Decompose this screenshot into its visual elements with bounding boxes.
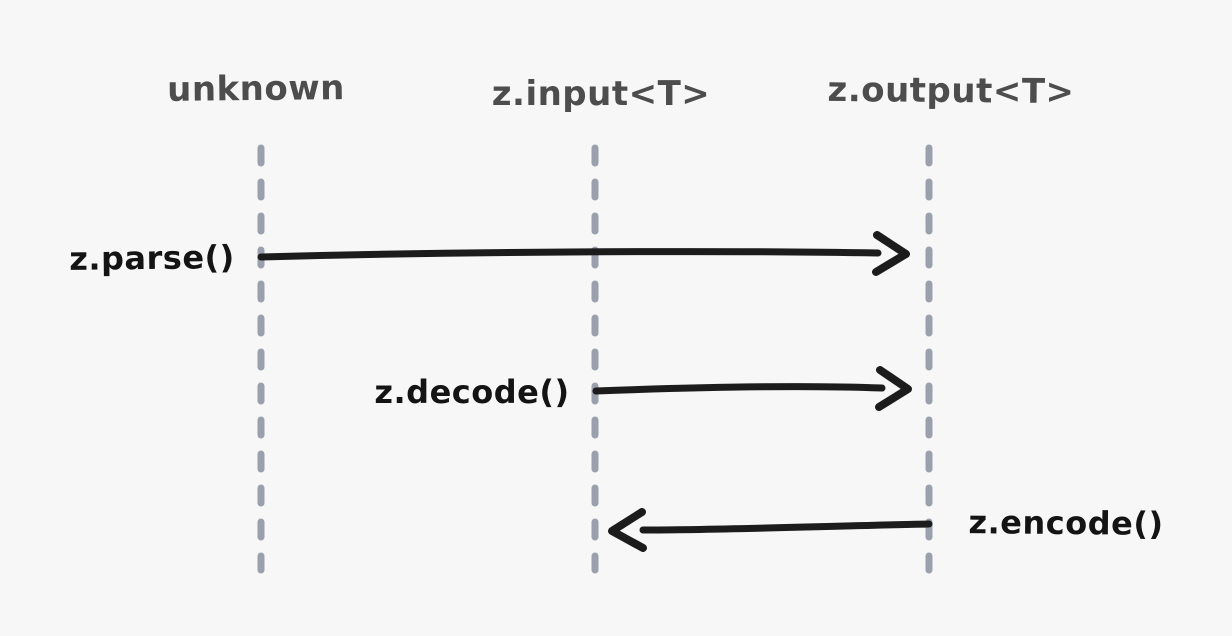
arrow-parse-line (257, 248, 882, 261)
arrow-encode-head (608, 508, 647, 552)
arrow-decode-head (875, 366, 912, 411)
arrow-encode-line (639, 520, 933, 534)
arrow-parse-head (872, 231, 910, 276)
lifeline-label-unknown: unknown (166, 68, 346, 110)
lifeline-label-input: z.input<T> (491, 74, 711, 114)
lifeline-label-output: z.output<T> (827, 69, 1075, 113)
message-label-decode: z.decode() (374, 373, 570, 411)
message-label-parse: z.parse() (69, 238, 235, 278)
arrow-decode-line (592, 383, 886, 395)
message-label-encode: z.encode() (968, 503, 1164, 543)
